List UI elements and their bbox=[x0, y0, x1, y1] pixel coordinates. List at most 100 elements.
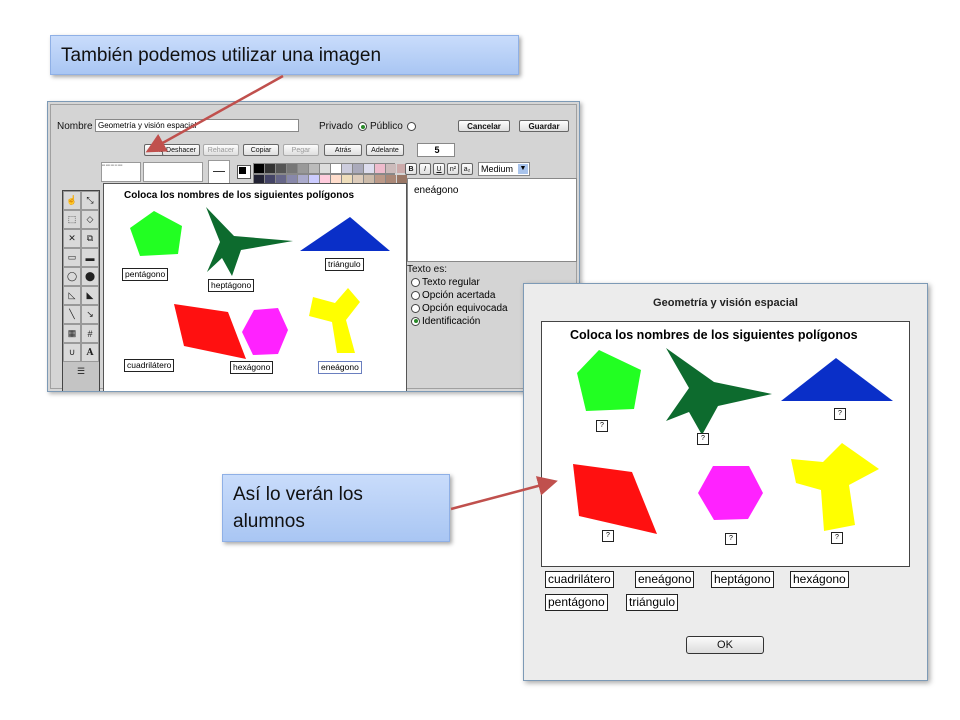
tag-heptagon[interactable]: heptágono bbox=[208, 279, 255, 292]
word-triangle[interactable]: triángulo bbox=[626, 594, 679, 611]
palette-swatch[interactable] bbox=[397, 174, 407, 184]
palette-swatch[interactable] bbox=[287, 174, 297, 184]
answer-slot-triangle[interactable]: ? bbox=[834, 408, 846, 420]
line-width-picker[interactable] bbox=[208, 160, 230, 184]
tag-quadrilateral[interactable]: cuadrilátero bbox=[124, 359, 175, 372]
font-size-select[interactable]: Medium ▼ bbox=[478, 162, 530, 176]
line-weights-icon[interactable]: ☰ bbox=[63, 362, 99, 381]
radio-correct[interactable] bbox=[411, 290, 420, 300]
duplicate-icon[interactable]: ⧉ bbox=[81, 229, 99, 248]
palette-swatch[interactable] bbox=[375, 164, 385, 173]
text-editor[interactable]: eneágono bbox=[407, 178, 577, 262]
text-type-correct[interactable]: Opción acertada bbox=[411, 290, 495, 301]
tag-hexagon[interactable]: hexágono bbox=[230, 361, 274, 374]
answer-slot-heptagon[interactable]: ? bbox=[697, 433, 709, 445]
palette-swatch[interactable] bbox=[320, 164, 330, 173]
palette-swatch[interactable] bbox=[298, 174, 308, 184]
answer-slot-hexagon[interactable]: ? bbox=[725, 533, 737, 545]
filled-rectangle-icon[interactable]: ▬ bbox=[81, 248, 99, 267]
radio-wrong[interactable] bbox=[411, 303, 420, 313]
palette-swatch[interactable] bbox=[309, 174, 319, 184]
palette-swatch[interactable] bbox=[254, 164, 264, 173]
page-number-field[interactable]: 5 bbox=[417, 143, 455, 157]
back-button[interactable]: Atrás bbox=[324, 144, 362, 156]
color-palette[interactable] bbox=[253, 163, 407, 185]
answer-slot-quadrilateral[interactable]: ? bbox=[602, 530, 614, 542]
text-type-identification[interactable]: Identificación bbox=[411, 316, 480, 327]
palette-swatch[interactable] bbox=[386, 164, 396, 173]
underline-button[interactable]: U bbox=[433, 163, 445, 175]
palette-swatch[interactable] bbox=[309, 164, 319, 173]
word-nonagon[interactable]: eneágono bbox=[635, 571, 695, 588]
style-preview[interactable] bbox=[143, 162, 203, 182]
eraser-icon[interactable]: ◇ bbox=[81, 210, 99, 229]
word-pentagon[interactable]: pentágono bbox=[545, 594, 608, 611]
text-type-wrong[interactable]: Opción equivocada bbox=[411, 303, 508, 314]
palette-swatch[interactable] bbox=[386, 174, 396, 184]
arrow-line-icon[interactable]: ↘ bbox=[81, 305, 99, 324]
chevron-down-icon[interactable]: ▼ bbox=[518, 164, 528, 174]
palette-swatch[interactable] bbox=[320, 174, 330, 184]
superscript-button[interactable]: n² bbox=[447, 163, 459, 175]
copy-button[interactable]: Copiar bbox=[243, 144, 279, 156]
italic-button[interactable]: I bbox=[419, 163, 431, 175]
text-type-regular[interactable]: Texto regular bbox=[411, 277, 480, 288]
hash-icon[interactable]: # bbox=[81, 324, 99, 343]
hand-icon[interactable]: ☝ bbox=[63, 191, 81, 210]
delete-icon[interactable]: ✕ bbox=[63, 229, 81, 248]
tag-triangle[interactable]: triángulo bbox=[325, 258, 364, 271]
grid-icon[interactable]: ▦ bbox=[63, 324, 81, 343]
palette-swatch[interactable] bbox=[364, 174, 374, 184]
text-tool-icon[interactable]: A bbox=[81, 343, 99, 362]
name-input[interactable]: Geometría y visión espacial bbox=[95, 119, 299, 132]
font-preview[interactable]: ▪▪▪ ▪▪▪▪ ▪▪▪ ▪▪ ▪▪▪▪ bbox=[101, 162, 141, 182]
ok-button[interactable]: OK bbox=[686, 636, 764, 654]
answer-slot-pentagon[interactable]: ? bbox=[596, 420, 608, 432]
editor-canvas[interactable]: Coloca los nombres de los siguientes pol… bbox=[103, 183, 407, 391]
palette-swatch[interactable] bbox=[397, 164, 407, 173]
word-hexagon[interactable]: hexágono bbox=[790, 571, 849, 588]
palette-swatch[interactable] bbox=[342, 174, 352, 184]
palette-swatch[interactable] bbox=[265, 164, 275, 173]
color-swatch-current[interactable] bbox=[237, 165, 251, 179]
answer-slot-nonagon[interactable]: ? bbox=[831, 532, 843, 544]
palette-swatch[interactable] bbox=[375, 174, 385, 184]
cancel-button[interactable]: Cancelar bbox=[458, 120, 510, 132]
palette-swatch[interactable] bbox=[276, 174, 286, 184]
ellipse-icon[interactable]: ◯ bbox=[63, 267, 81, 286]
tag-nonagon[interactable]: eneágono bbox=[318, 361, 362, 374]
public-radio[interactable] bbox=[407, 122, 416, 131]
palette-swatch[interactable] bbox=[342, 164, 352, 173]
palette-swatch[interactable] bbox=[287, 164, 297, 173]
paste-button[interactable]: Pegar bbox=[283, 144, 319, 156]
palette-swatch[interactable] bbox=[298, 164, 308, 173]
select-rect-icon[interactable]: ⬚ bbox=[63, 210, 81, 229]
word-heptagon[interactable]: heptágono bbox=[711, 571, 774, 588]
tag-pentagon[interactable]: pentágono bbox=[122, 268, 169, 281]
palette-swatch[interactable] bbox=[331, 174, 341, 184]
palette-swatch[interactable] bbox=[331, 164, 341, 173]
triangle-icon[interactable]: ◺ bbox=[63, 286, 81, 305]
palette-swatch[interactable] bbox=[265, 174, 275, 184]
undo-button[interactable]: Deshacer bbox=[162, 144, 200, 156]
filled-triangle-icon[interactable]: ◣ bbox=[81, 286, 99, 305]
subscript-button[interactable]: a₂ bbox=[461, 163, 473, 175]
rectangle-icon[interactable]: ▭ bbox=[63, 248, 81, 267]
palette-swatch[interactable] bbox=[254, 174, 264, 184]
bold-button[interactable]: B bbox=[405, 163, 417, 175]
radio-identification[interactable] bbox=[411, 316, 420, 326]
forward-button[interactable]: Adelante bbox=[366, 144, 404, 156]
palette-swatch[interactable] bbox=[276, 164, 286, 173]
resize-icon[interactable]: ⤡ bbox=[81, 191, 99, 210]
redo-button[interactable]: Rehacer bbox=[203, 144, 239, 156]
radio-regular[interactable] bbox=[411, 277, 420, 287]
palette-swatch[interactable] bbox=[353, 174, 363, 184]
line-icon[interactable]: ╲ bbox=[63, 305, 81, 324]
private-radio[interactable] bbox=[358, 122, 367, 131]
palette-swatch[interactable] bbox=[353, 164, 363, 173]
filled-ellipse-icon[interactable]: ⬤ bbox=[81, 267, 99, 286]
word-quadrilateral[interactable]: cuadrilátero bbox=[545, 571, 614, 588]
curve-icon[interactable]: ∪ bbox=[63, 343, 81, 362]
palette-swatch[interactable] bbox=[364, 164, 374, 173]
save-button[interactable]: Guardar bbox=[519, 120, 569, 132]
